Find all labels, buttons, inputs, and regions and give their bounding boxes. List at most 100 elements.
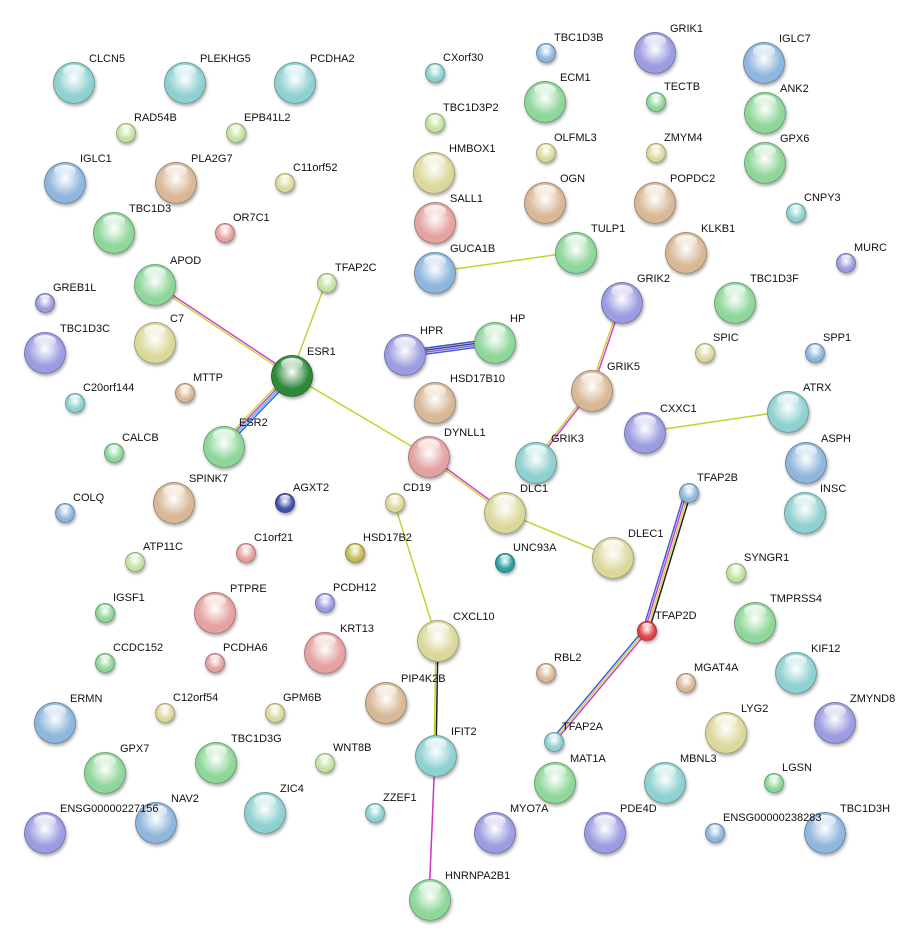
node-popdc2[interactable] [634, 182, 676, 224]
node-c20orf144[interactable] [65, 393, 85, 413]
node-unc93a[interactable] [495, 553, 515, 573]
edge-TFAP2B-TFAP2D[interactable] [642, 490, 686, 630]
node-pde4d[interactable] [584, 812, 626, 854]
node-insc[interactable] [784, 492, 826, 534]
node-iglc7[interactable] [743, 42, 785, 84]
node-c11orf52[interactable] [275, 173, 295, 193]
node-dlec1[interactable] [592, 537, 634, 579]
node-cxorf30[interactable] [425, 63, 445, 83]
edge-GUCA1B-TULP1[interactable] [433, 251, 576, 273]
node-plekhg5[interactable] [164, 62, 206, 104]
node-hnrnpa2b1[interactable] [409, 879, 451, 921]
node-atrx[interactable] [767, 391, 809, 433]
node-spic[interactable] [695, 343, 715, 363]
node-hsd17b2[interactable] [345, 543, 365, 563]
node-krt13[interactable] [304, 632, 346, 674]
node-tectb[interactable] [646, 92, 666, 112]
node-ogn[interactable] [524, 182, 566, 224]
node-tfap2a[interactable] [544, 732, 564, 752]
node-c12orf54[interactable] [155, 703, 175, 723]
node-zic4[interactable] [244, 792, 286, 834]
node-gpm6b[interactable] [265, 703, 285, 723]
node-asph[interactable] [785, 442, 827, 484]
node-iglc1[interactable] [44, 162, 86, 204]
edge-TFAP2B-TFAP2D[interactable] [644, 491, 688, 630]
node-tbc1d3g[interactable] [195, 742, 237, 784]
node-greb1l[interactable] [35, 293, 55, 313]
node-syngr1[interactable] [726, 563, 746, 583]
node-gpx6[interactable] [744, 142, 786, 184]
node-rbl2[interactable] [536, 663, 556, 683]
edge-ESR1-DYNLL1[interactable] [290, 374, 429, 457]
edge-TFAP2B-TFAP2D[interactable] [646, 492, 690, 631]
node-guca1b[interactable] [414, 252, 456, 294]
node-myo7a[interactable] [474, 812, 516, 854]
node-or7c1[interactable] [215, 223, 235, 243]
node-zmym4[interactable] [646, 143, 666, 163]
node-nav2[interactable] [135, 802, 177, 844]
node-c1orf21[interactable] [236, 543, 256, 563]
edge-IFIT2-HNRNPA2B1[interactable] [428, 754, 436, 900]
node-ank2[interactable] [744, 92, 786, 134]
node-tbc1d3h[interactable] [804, 812, 846, 854]
edge-TFAP2D-TFAP2A[interactable] [552, 629, 647, 742]
node-sall1[interactable] [414, 202, 456, 244]
node-lgsn[interactable] [764, 773, 784, 793]
node-clcn5[interactable] [53, 62, 95, 104]
node-grik5[interactable] [571, 370, 613, 412]
node-mgat4a[interactable] [676, 673, 696, 693]
node-spp1[interactable] [805, 343, 825, 363]
node-agxt2[interactable] [275, 493, 295, 513]
node-esr2[interactable] [203, 426, 245, 468]
node-grik3[interactable] [515, 442, 557, 484]
node-ecm1[interactable] [524, 81, 566, 123]
node-mbnl3[interactable] [644, 762, 686, 804]
node-rad54b[interactable] [116, 123, 136, 143]
node-dlc1[interactable] [484, 492, 526, 534]
node-esr1[interactable] [271, 355, 313, 397]
node-cxcl10[interactable] [417, 620, 459, 662]
node-zmynd8[interactable] [814, 702, 856, 744]
node-mat1a[interactable] [534, 762, 576, 804]
node-pla2g7[interactable] [155, 162, 197, 204]
node-tbc1d3f[interactable] [714, 282, 756, 324]
node-igsf1[interactable] [95, 603, 115, 623]
edge-TFAP2B-TFAP2D[interactable] [648, 492, 692, 632]
node-ccdc152[interactable] [95, 653, 115, 673]
node-zzef1[interactable] [365, 803, 385, 823]
node-epb41l2[interactable] [226, 123, 246, 143]
node-ensg00000227156[interactable] [24, 812, 66, 854]
node-ptpre[interactable] [194, 592, 236, 634]
node-cd19[interactable] [385, 493, 405, 513]
node-kif12[interactable] [775, 652, 817, 694]
node-tbc1d3c[interactable] [24, 332, 66, 374]
node-murc[interactable] [836, 253, 856, 273]
node-tmprss4[interactable] [734, 602, 776, 644]
node-olfml3[interactable] [536, 143, 556, 163]
edge-TFAP2D-TFAP2A[interactable] [553, 630, 649, 743]
node-wnt8b[interactable] [315, 753, 335, 773]
node-tbc1d3[interactable] [93, 212, 135, 254]
node-dynll1[interactable] [408, 436, 450, 478]
node-atp11c[interactable] [125, 552, 145, 572]
node-tfap2b[interactable] [679, 483, 699, 503]
node-mttp[interactable] [175, 383, 195, 403]
node-grik1[interactable] [634, 32, 676, 74]
edge-CXXC1-ATRX[interactable] [643, 410, 788, 433]
node-tbc1d3p2[interactable] [425, 113, 445, 133]
edge-TFAP2D-TFAP2A[interactable] [550, 628, 646, 741]
node-cnpy3[interactable] [786, 203, 806, 223]
node-tfap2d[interactable] [637, 621, 657, 641]
node-hmbox1[interactable] [413, 152, 455, 194]
node-pip4k2b[interactable] [365, 682, 407, 724]
node-tbc1d3b[interactable] [536, 43, 556, 63]
node-ensg00000238283[interactable] [705, 823, 725, 843]
node-hpr[interactable] [384, 334, 426, 376]
node-lyg2[interactable] [705, 712, 747, 754]
node-pcdha6[interactable] [205, 653, 225, 673]
node-ifit2[interactable] [415, 735, 457, 777]
node-colq[interactable] [55, 503, 75, 523]
edge-CD19-CXCL10[interactable] [393, 501, 438, 641]
node-cxxc1[interactable] [624, 412, 666, 454]
